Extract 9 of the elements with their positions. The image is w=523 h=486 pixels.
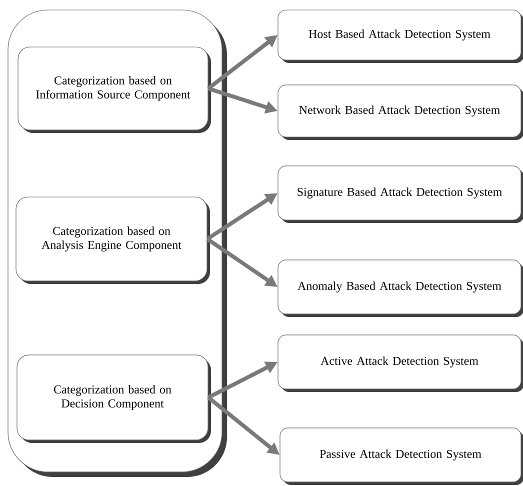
system-box: Anomaly Based Attack Detection System: [278, 260, 523, 317]
category-box: Categorization based on Decision Component: [16, 354, 211, 443]
system-box: Passive Attack Detection System: [280, 428, 523, 485]
system-box: Signature Based Attack Detection System: [278, 166, 523, 223]
category-box: Categorization based on Analysis Engine Component: [16, 196, 210, 284]
system-box: Active Attack Detection System: [278, 334, 523, 392]
system-box: Network Based Attack Detection System: [278, 84, 523, 140]
system-box: Host Based Attack Detection System: [278, 10, 523, 63]
category-box: Categorization based on Information Source Component: [18, 46, 211, 133]
